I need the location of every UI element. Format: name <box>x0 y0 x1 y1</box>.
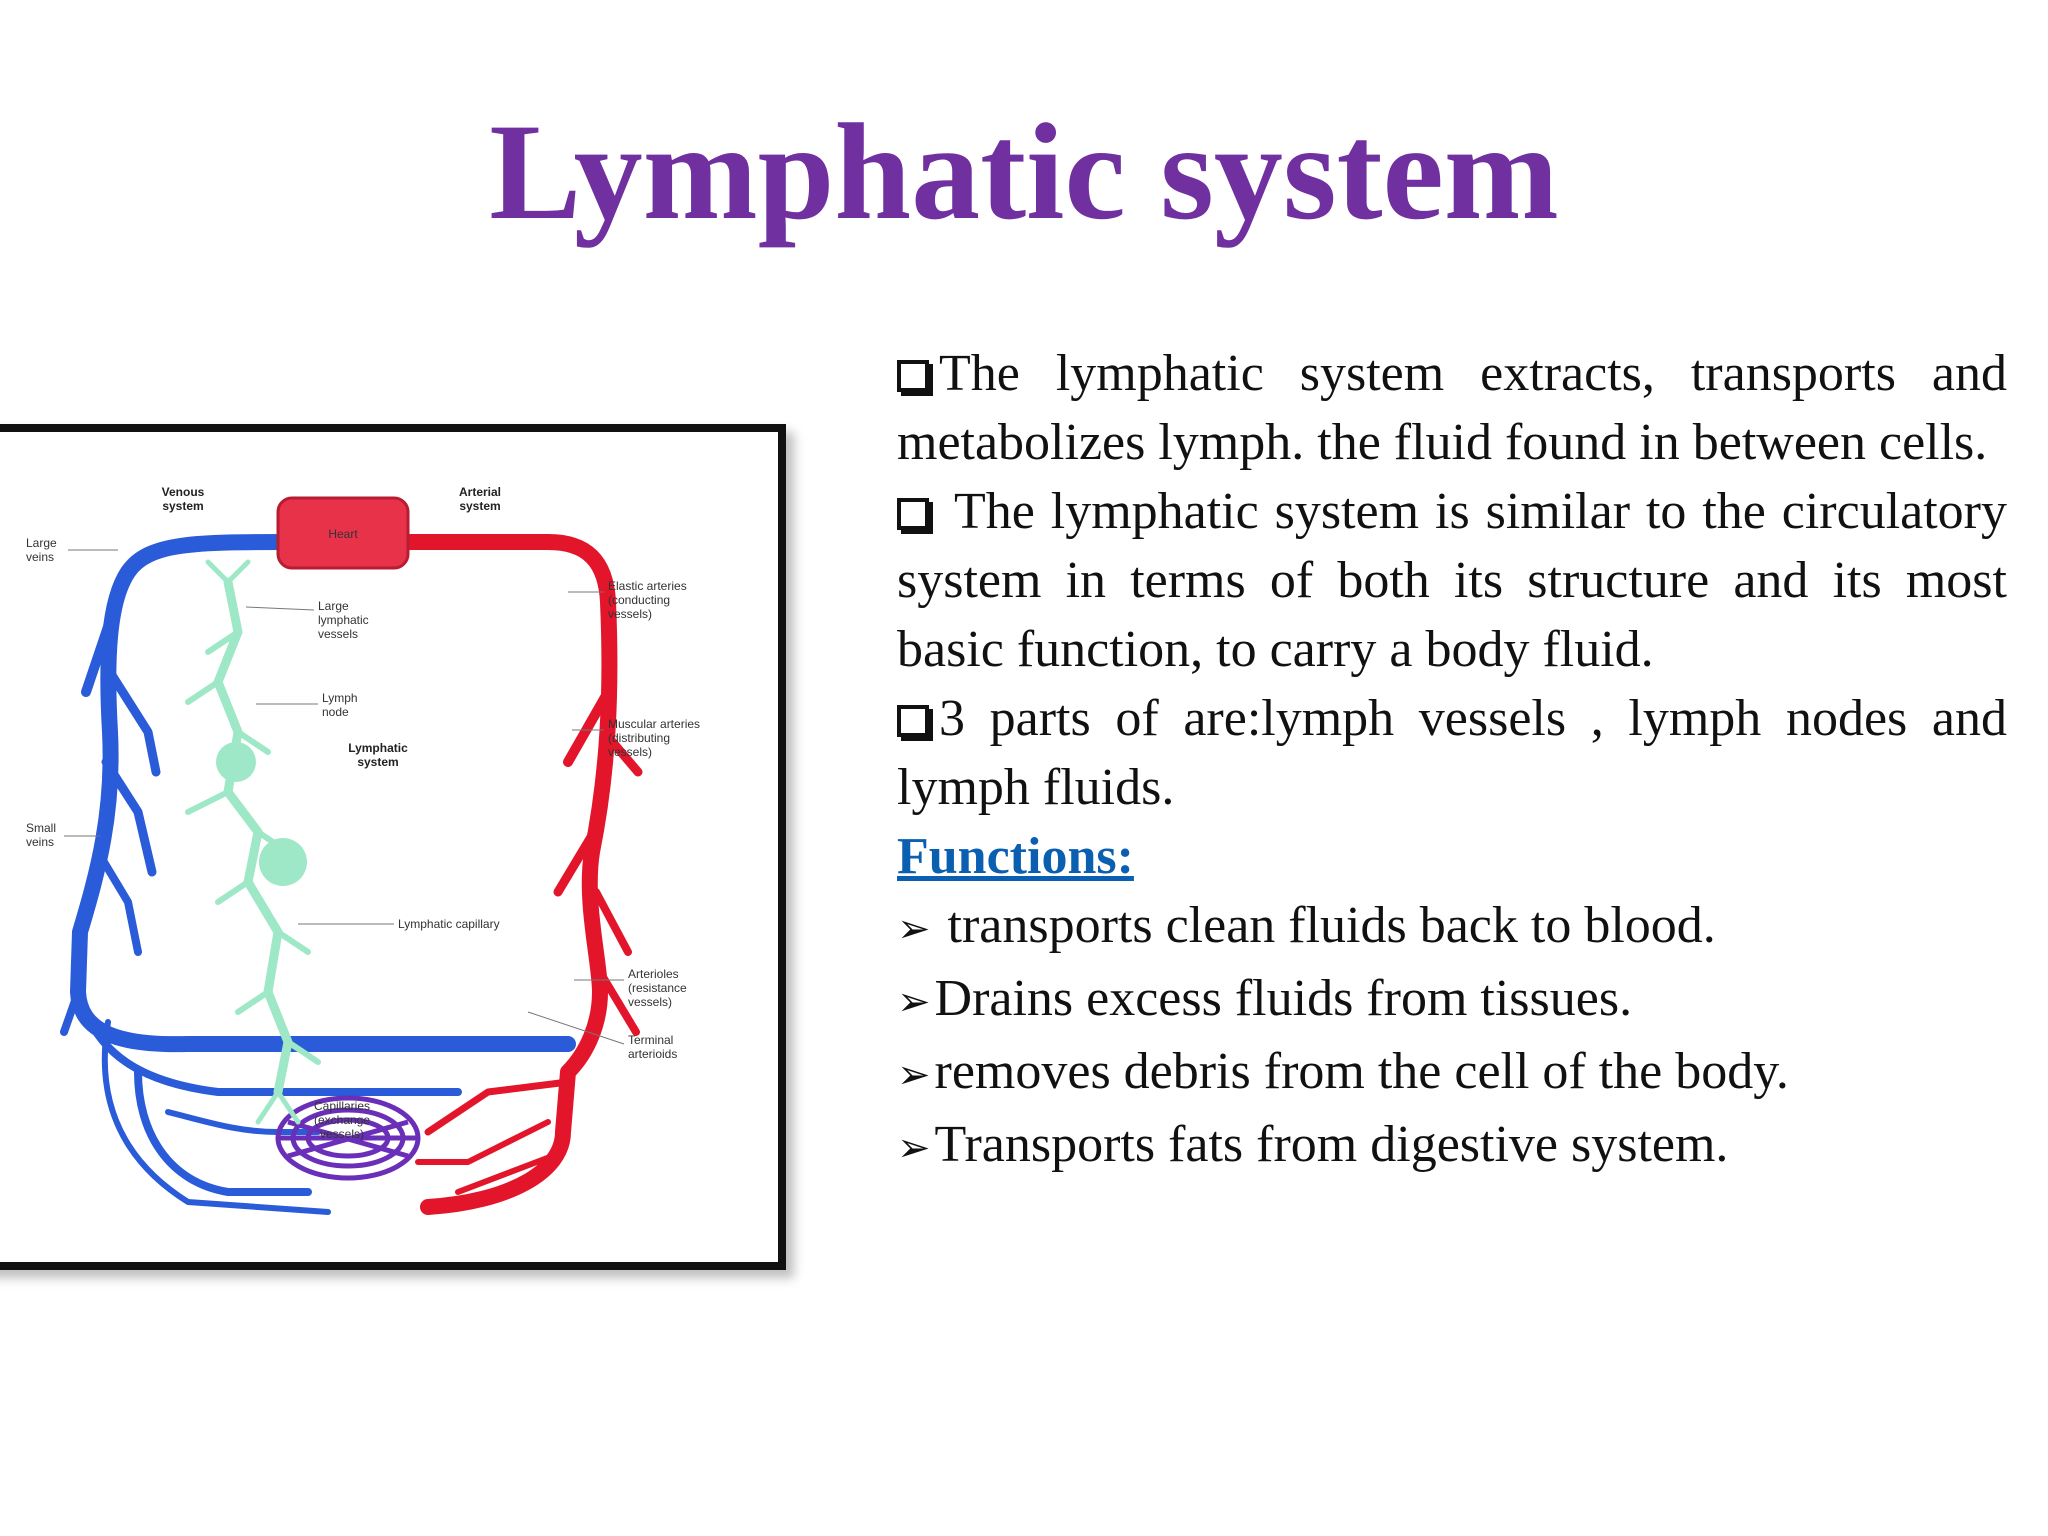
label-capillaries: Capillaries <box>314 1099 370 1113</box>
label-capillaries-3: vessels) <box>320 1127 364 1141</box>
checkbox-square-icon <box>897 498 929 530</box>
label-lymph-node-2: node <box>322 705 349 719</box>
label-large-veins: Large <box>26 536 57 550</box>
arrow-bullet-icon: ➢ <box>897 906 931 952</box>
circulation-diagram: Heart Venous system Arterial system Larg… <box>26 485 700 1215</box>
function-text-2: Drains excess fluids from tissues. <box>934 970 1633 1027</box>
label-elastic-arteries-3: vessels) <box>608 607 652 621</box>
label-large-lymphatic-2: lymphatic <box>318 613 369 627</box>
label-lymphatic-capillary: Lymphatic capillary <box>398 917 500 931</box>
label-arterial-system-2: system <box>459 499 500 513</box>
label-small-veins-2: veins <box>26 835 54 849</box>
label-muscular-arteries-3: vessels) <box>608 745 652 759</box>
label-small-veins: Small <box>26 821 56 835</box>
functions-heading: Functions: <box>897 828 1134 885</box>
arterial-vessels <box>400 534 643 1215</box>
label-capillaries-2: (exchange <box>314 1113 370 1127</box>
bullet-item-1: The lymphatic system extracts, transport… <box>897 339 2007 477</box>
function-text-4: Transports fats from digestive system. <box>934 1116 1729 1173</box>
label-lymphatic-system-2: system <box>357 755 398 769</box>
arrow-bullet-icon: ➢ <box>897 1125 931 1171</box>
capillary-bed <box>275 1095 421 1181</box>
slide-title: Lymphatic system <box>489 95 1559 248</box>
function-text-1: transports clean fluids back to blood. <box>934 897 1716 954</box>
label-elastic-arteries: Elastic arteries <box>608 579 687 593</box>
label-lymphatic-system: Lymphatic <box>348 741 408 755</box>
label-venous-system-2: system <box>162 499 203 513</box>
function-item-2: ➢Drains excess fluids from tissues. <box>897 964 2007 1037</box>
function-item-4: ➢Transports fats from digestive system. <box>897 1110 2007 1183</box>
label-arterioles-3: vessels) <box>628 995 672 1009</box>
content-text-block: The lymphatic system extracts, transport… <box>897 339 2007 1183</box>
bullet-item-3: 3 parts of are:lymph vessels , lymph nod… <box>897 684 2007 822</box>
label-arterioles: Arterioles <box>628 967 679 981</box>
checkbox-square-icon <box>897 705 929 737</box>
label-large-lymphatic-3: vessels <box>318 627 358 641</box>
bullet-item-2: The lymphatic system is similar to the c… <box>897 477 2007 684</box>
label-elastic-arteries-2: (conducting <box>608 593 670 607</box>
heart-shape <box>276 496 410 570</box>
function-text-3: removes debris from the cell of the body… <box>934 1043 1789 1100</box>
label-terminal-arterioids-2: arterioids <box>628 1047 677 1061</box>
checkbox-square-icon <box>897 360 929 392</box>
label-venous-system: Venous <box>162 485 205 499</box>
label-large-lymphatic: Large <box>318 599 349 613</box>
label-terminal-arterioids: Terminal <box>628 1033 673 1047</box>
label-large-veins-2: veins <box>26 550 54 564</box>
arrow-bullet-icon: ➢ <box>897 979 931 1025</box>
label-arterial-system: Arterial <box>459 485 501 499</box>
label-arterioles-2: (resistance <box>628 981 687 995</box>
bullet-text-3: 3 parts of are:lymph vessels , lymph nod… <box>897 690 2007 816</box>
function-item-1: ➢ transports clean fluids back to blood. <box>897 891 2007 964</box>
lymphatic-diagram-frame: Heart Venous system Arterial system Larg… <box>0 424 786 1270</box>
label-lymph-node: Lymph <box>322 691 358 705</box>
venous-vessels <box>60 534 576 1215</box>
function-item-3: ➢removes debris from the cell of the bod… <box>897 1037 2007 1110</box>
lymph-node-shape <box>216 742 256 782</box>
lymphatic-vessels <box>185 559 321 1125</box>
lymph-node-shape-2 <box>259 838 307 886</box>
label-muscular-arteries: Muscular arteries <box>608 717 700 731</box>
bullet-text-2: The lymphatic system is similar to the c… <box>897 483 2007 678</box>
arrow-bullet-icon: ➢ <box>897 1052 931 1098</box>
bullet-text-1: The lymphatic system extracts, transport… <box>897 345 2007 471</box>
heart-label: Heart <box>328 527 358 541</box>
label-muscular-arteries-2: (distributing <box>608 731 670 745</box>
